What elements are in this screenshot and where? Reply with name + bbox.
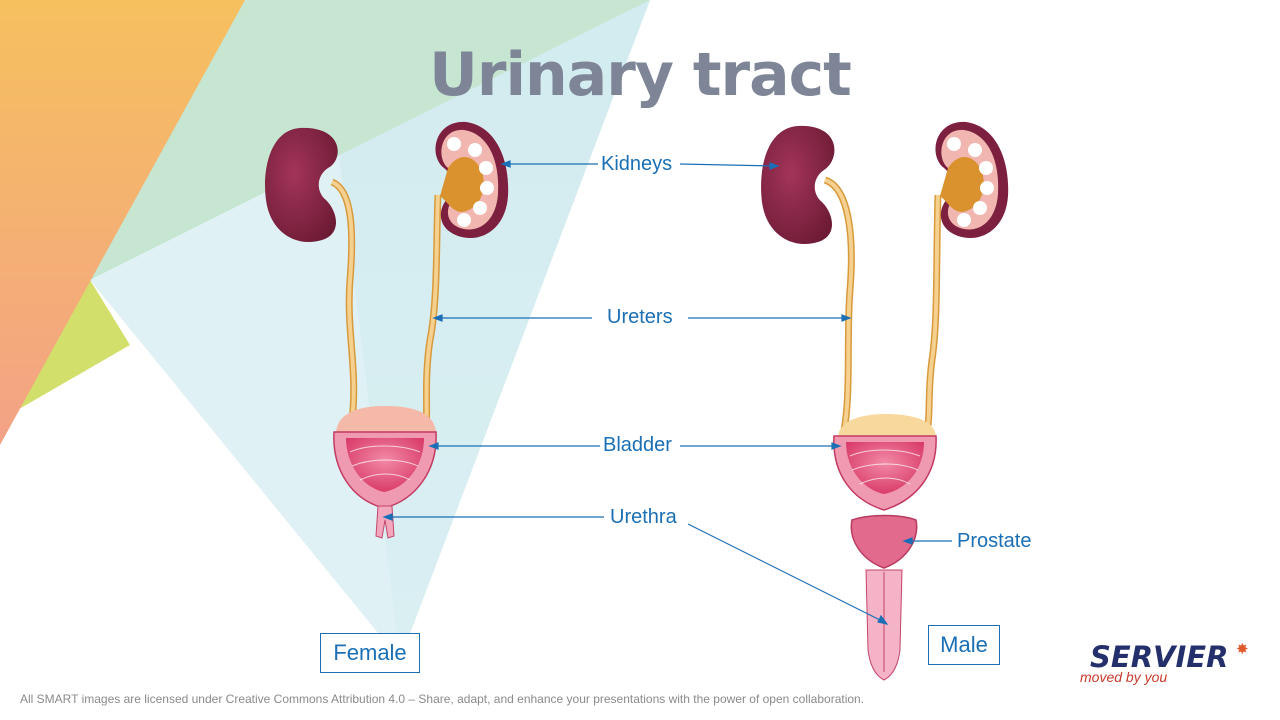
leader-urethra-right	[687, 523, 885, 623]
label-prostate: Prostate	[957, 530, 1032, 552]
label-urethra: Urethra	[610, 506, 677, 528]
label-ureters: Ureters	[607, 306, 673, 328]
female-urethra	[375, 505, 395, 539]
label-kidneys: Kidneys	[601, 153, 673, 175]
bg-orange-wedge	[0, 0, 245, 445]
male-kidney-left	[761, 125, 835, 245]
servier-logo: SERVIER	[1090, 640, 1229, 674]
leader-lines	[382, 160, 952, 625]
male-kidney-right	[935, 121, 1009, 239]
male-bladder	[833, 414, 937, 511]
female-anatomy	[265, 121, 509, 539]
male-label-box: Male	[928, 625, 1000, 665]
servier-tagline: moved by you	[1080, 669, 1168, 685]
male-anatomy	[761, 121, 1009, 681]
logo-star-icon: ✸	[1236, 641, 1249, 658]
female-kidney-right	[435, 121, 509, 239]
license-footer: All SMART images are licensed under Crea…	[20, 692, 865, 706]
female-bladder	[333, 406, 437, 509]
slide-title: Urinary tract	[429, 40, 852, 110]
female-label-box: Female	[320, 633, 420, 673]
leader-kidneys-right	[679, 163, 775, 167]
bg-green-wedge	[90, 0, 650, 280]
male-prostate	[850, 514, 918, 569]
label-bladder: Bladder	[603, 434, 672, 456]
female-kidney-left	[265, 127, 338, 243]
